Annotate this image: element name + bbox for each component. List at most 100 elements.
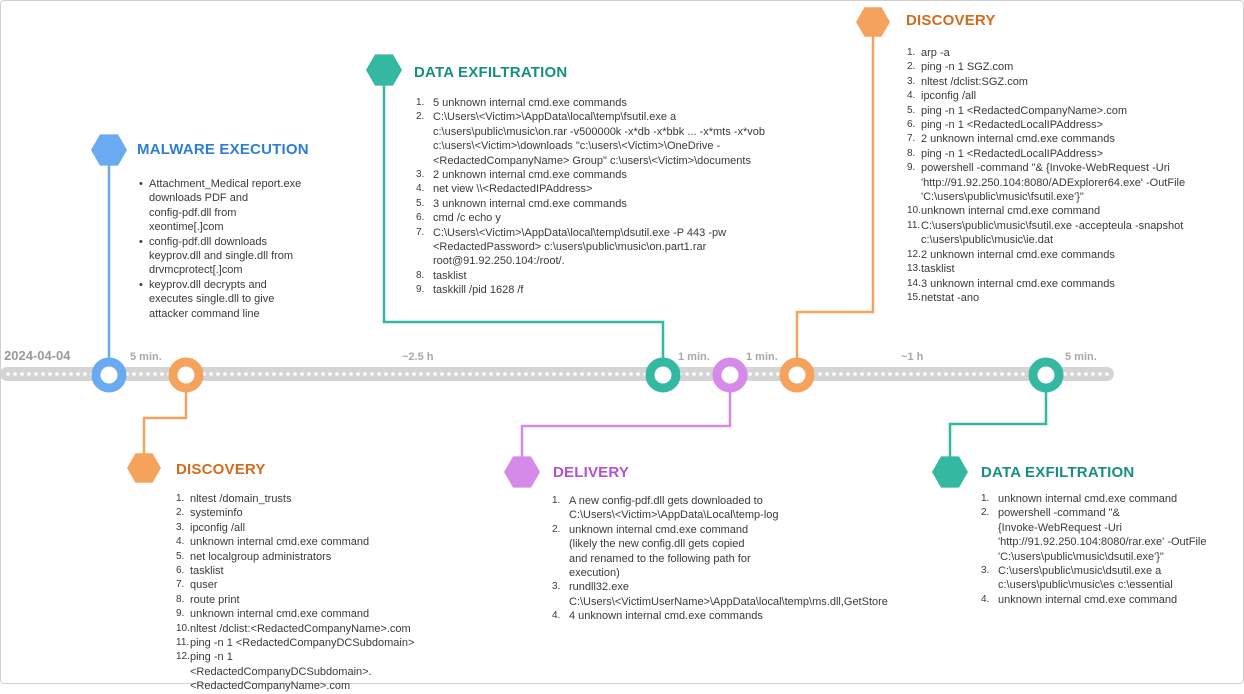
track-dot — [55, 372, 59, 376]
track-dot — [265, 372, 269, 376]
node-malware-execution — [91, 357, 127, 393]
data-exfiltration-2-title: DATA EXFILTRATION — [981, 464, 1135, 481]
track-dot — [615, 372, 619, 376]
list-item: 9.powershell -command "& {Invoke-WebRequ… — [907, 162, 1186, 204]
node-discovery-1 — [168, 357, 204, 393]
list-item: 3.2 unknown internal cmd.exe commands — [416, 169, 627, 182]
track-dot — [923, 372, 927, 376]
track-dot — [475, 372, 479, 376]
gap-label: ~1 h — [901, 351, 924, 363]
track-dot — [69, 372, 73, 376]
track-dot — [223, 372, 227, 376]
list-item: 4.net view \\<RedactedIPAddress> — [416, 183, 593, 196]
list-item: 4.unknown internal cmd.exe command — [981, 593, 1178, 606]
track-dot — [454, 372, 458, 376]
track-dot — [979, 372, 983, 376]
track-dot — [839, 372, 843, 376]
track-dot — [13, 372, 17, 376]
node-data-exfiltration-1 — [645, 357, 681, 393]
track-dot — [1021, 372, 1025, 376]
delivery-list: 1.A new config-pdf.dll gets downloaded t… — [552, 494, 932, 624]
track-dot — [573, 372, 577, 376]
list-item: 1.A new config-pdf.dll gets downloaded t… — [552, 495, 779, 522]
track-dot — [293, 372, 297, 376]
track-dot — [559, 372, 563, 376]
track-dot — [531, 372, 535, 376]
track-dot — [748, 372, 752, 376]
track-dot — [944, 372, 948, 376]
track-dot — [342, 372, 346, 376]
track-dot — [482, 372, 486, 376]
track-dot — [146, 372, 150, 376]
list-item: 11.C:\users\public\music\fsutil.exe -acc… — [907, 219, 1184, 247]
track-dot — [412, 372, 416, 376]
track-dot — [363, 372, 367, 376]
discovery-2-title: DISCOVERY — [906, 12, 996, 29]
hexagon-discovery-2 — [856, 7, 890, 37]
track-dot — [517, 372, 521, 376]
track-dot — [846, 372, 850, 376]
track-dot — [965, 372, 969, 376]
track-dot — [867, 372, 871, 376]
gap-label: 5 min. — [1065, 351, 1097, 363]
track-dot — [601, 372, 605, 376]
track-dot — [622, 372, 626, 376]
track-dot — [706, 372, 710, 376]
track-dot — [370, 372, 374, 376]
list-item: 12.ping -n 1<RedactedCompanyDCSubdomain>… — [176, 651, 372, 693]
track-dot — [629, 372, 633, 376]
track-dot — [832, 372, 836, 376]
data-exfiltration-2-list: 1.unknown internal cmd.exe command 2.pow… — [981, 492, 1231, 607]
track-dot — [314, 372, 318, 376]
list-item: 1.arp -a — [907, 47, 950, 59]
track-dot — [1105, 372, 1109, 376]
track-dot — [1007, 372, 1011, 376]
list-item: 7.quser — [176, 579, 218, 592]
track-dot — [937, 372, 941, 376]
track-dot — [461, 372, 465, 376]
list-item: 6.cmd /c echo y — [416, 212, 501, 225]
track-dot — [76, 372, 80, 376]
track-dot — [132, 372, 136, 376]
data-exfiltration-1-list: 1.5 unknown internal cmd.exe commands 2.… — [416, 96, 856, 298]
track-dot — [419, 372, 423, 376]
data-exfiltration-1-title: DATA EXFILTRATION — [414, 64, 568, 81]
list-item: 1.unknown internal cmd.exe command — [981, 493, 1178, 505]
track-dot — [1063, 372, 1067, 376]
track-dot — [699, 372, 703, 376]
track-dot — [321, 372, 325, 376]
track-dot — [48, 372, 52, 376]
track-dot — [685, 372, 689, 376]
track-dot — [503, 372, 507, 376]
track-dot — [930, 372, 934, 376]
track-dot — [139, 372, 143, 376]
track-dot — [951, 372, 955, 376]
track-dot — [776, 372, 780, 376]
list-item: 5.ping -n 1 <RedactedCompanyName>.com — [907, 104, 1128, 117]
track-dot — [692, 372, 696, 376]
track-dot — [300, 372, 304, 376]
track-dot — [1091, 372, 1095, 376]
timeline-track — [0, 367, 1114, 381]
list-item: 8.tasklist — [416, 269, 467, 282]
track-dot — [1000, 372, 1004, 376]
connector-delivery — [520, 375, 732, 472]
track-dot — [860, 372, 864, 376]
track-dot — [818, 372, 822, 376]
list-item: 7.2 unknown internal cmd.exe commands — [907, 133, 1115, 146]
track-dot — [510, 372, 514, 376]
track-dot — [552, 372, 556, 376]
gap-label: 5 min. — [130, 351, 162, 363]
track-dot — [636, 372, 640, 376]
track-dot — [972, 372, 976, 376]
timeline-date: 2024-04-04 — [4, 348, 71, 363]
track-dot — [398, 372, 402, 376]
track-dot — [895, 372, 899, 376]
track-dot — [377, 372, 381, 376]
list-item: 14.3 unknown internal cmd.exe commands — [907, 277, 1115, 290]
